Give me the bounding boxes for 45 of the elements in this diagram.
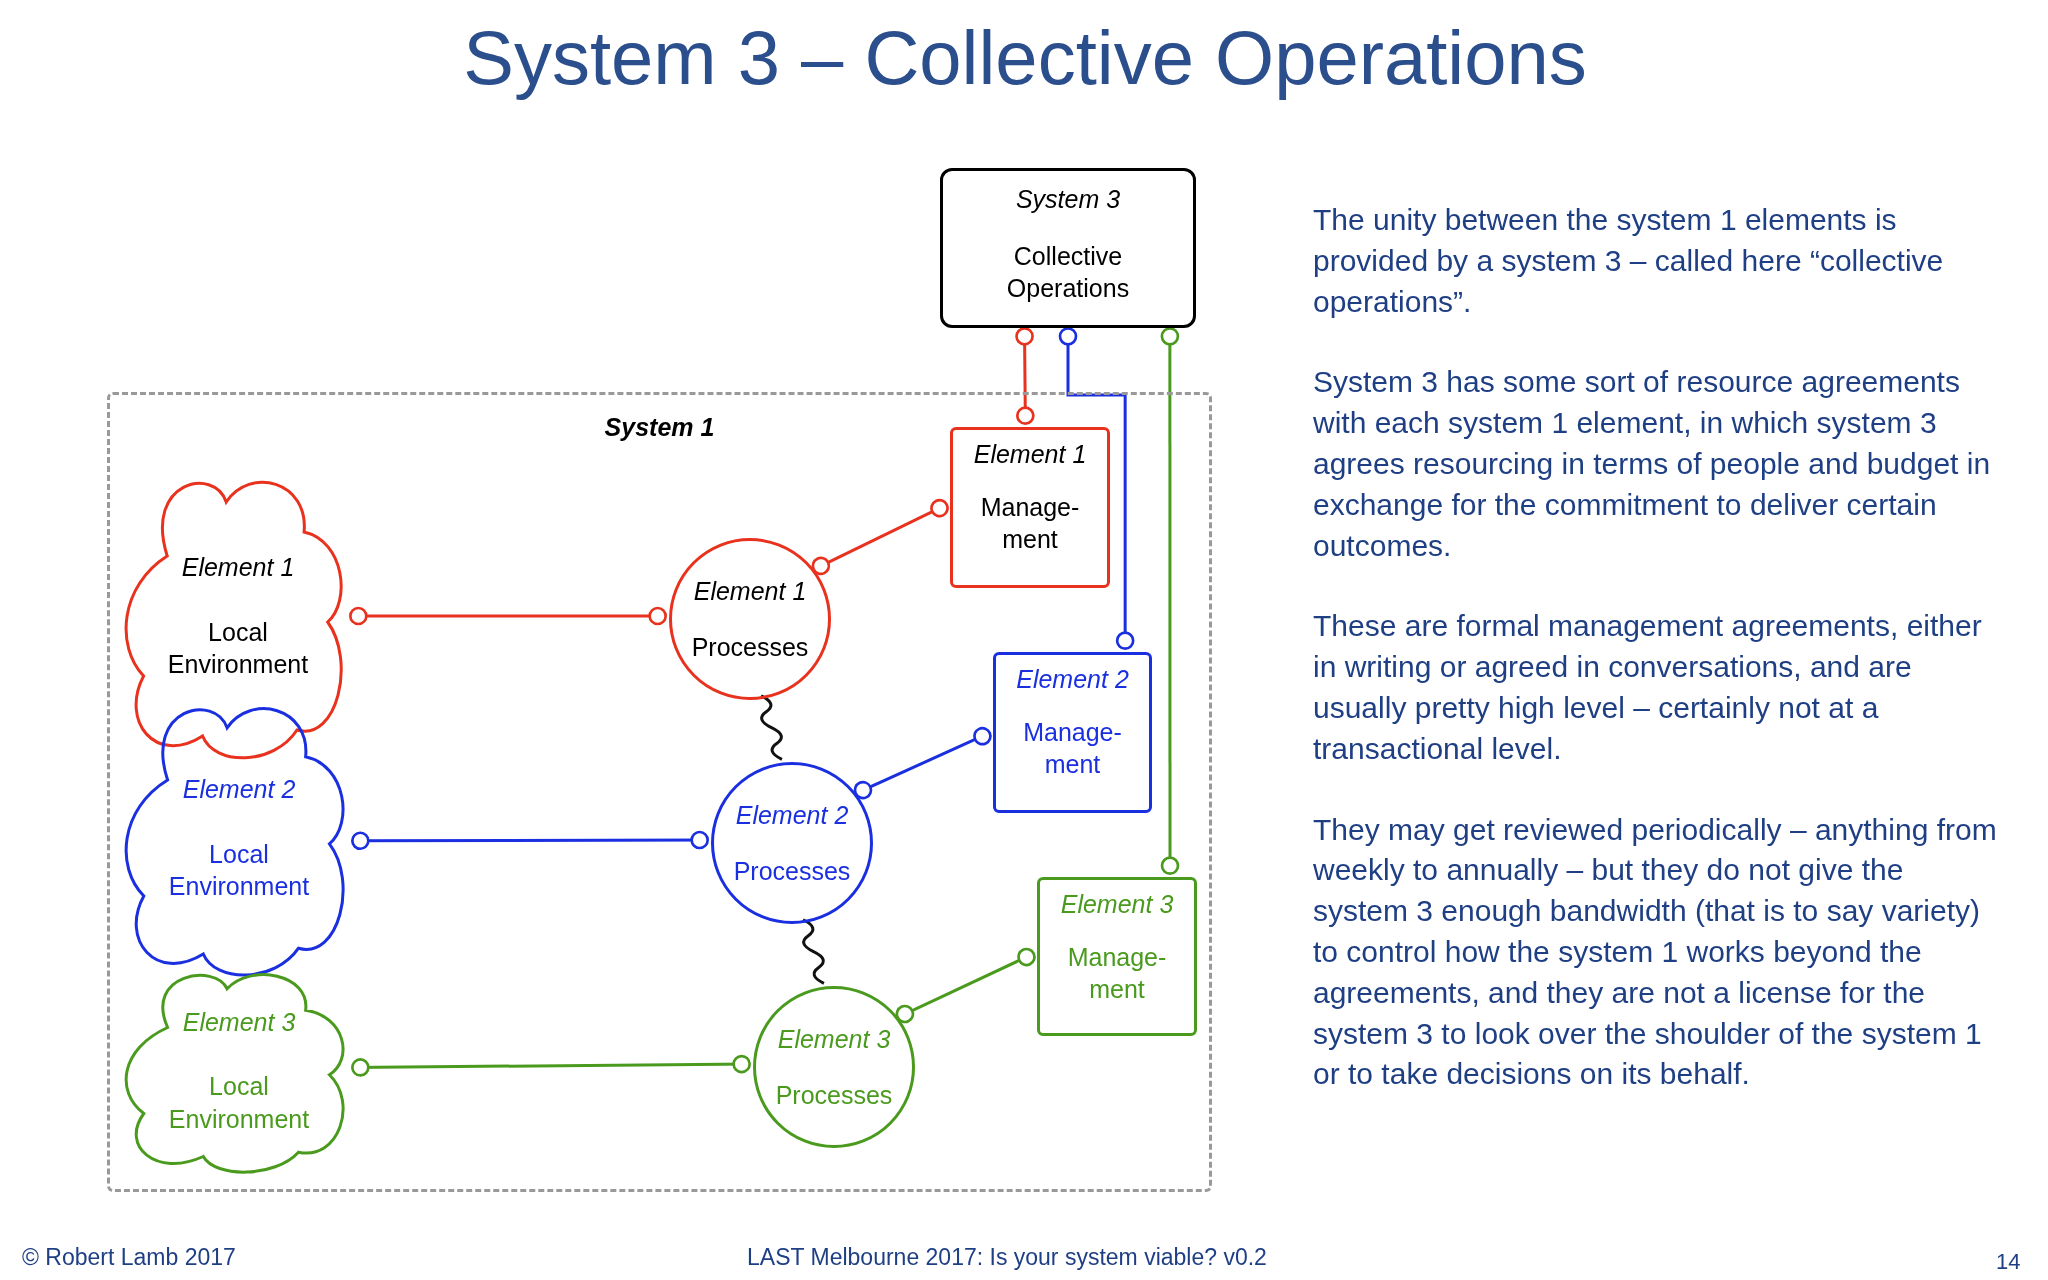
node-title: Element 3 (182, 1006, 296, 1038)
connector (349, 606, 667, 626)
boundary-box (107, 392, 1212, 1192)
node-title: Element 1 (693, 575, 807, 607)
connector (351, 830, 709, 851)
node-title: Element 3 (1060, 889, 1174, 920)
title: System 3 – Collective Operations (462, 14, 1588, 102)
node-title: Element 2 (1016, 664, 1129, 695)
node-text: Manage- ment (1022, 716, 1123, 780)
connector (351, 1054, 751, 1077)
node-title: System 3 (1015, 184, 1121, 215)
system-box (940, 168, 1196, 328)
wavy-connector (802, 918, 825, 985)
paragraph: They may get reviewed periodically – anything from weekly to annually – but they do not give the system 3 enough bandwidth (that is to say variety) to control how the system 1 works beyond the agreements, and they are not a license for the system 3 to look over the shoulder of the system 1 or to take decisions on its behalf. (1313, 811, 1998, 1093)
page-number: 14 (1996, 1248, 2021, 1276)
paragraph: System 3 has some sort of resource agreements with each system 1 element, in which system 3 agrees resourcing in terms of people and budget in exchange for the commitment to deliver certain outcomes. (1313, 364, 1992, 564)
node-title: Element 2 (182, 774, 296, 806)
connector (853, 726, 992, 800)
footer-text: LAST Melbourne 2017: Is your system viable? v0.2 (747, 1243, 1267, 1272)
connector (1160, 327, 1180, 875)
node-text: Manage- ment (1066, 941, 1168, 1005)
node-title: System 1 (604, 412, 715, 443)
node-title: Element 1 (973, 439, 1087, 470)
copyright-text: © Robert Lamb 2017 (22, 1243, 236, 1272)
node-title: Element 1 (181, 552, 295, 584)
node-text: Local Environment (167, 1071, 311, 1135)
management-box (1037, 877, 1197, 1036)
connector (1058, 327, 1135, 650)
node-text: Collective Operations (1005, 240, 1131, 304)
node-text: Manage- ment (979, 491, 1081, 555)
management-box (950, 427, 1110, 588)
paragraph: The unity between the system 1 elements is provided by a system 3 – called here “collective operations”. (1313, 202, 1945, 320)
node-text: Processes (732, 856, 852, 887)
node-title: Element 3 (777, 1023, 891, 1055)
node-title: Element 2 (735, 799, 849, 831)
node-text: Local Environment (167, 838, 311, 903)
wavy-connector (760, 694, 783, 761)
node-text: Processes (774, 1080, 894, 1111)
management-box (993, 652, 1152, 813)
node-text: Local Environment (166, 616, 310, 681)
connector (1015, 327, 1035, 425)
paragraph: These are formal management agreements, either in writing or agreed in conversations, and are usually pretty high level – certainly not at a transactional level. (1313, 608, 1983, 767)
connector (811, 498, 949, 576)
connector (895, 947, 1036, 1024)
node-text: Processes (690, 632, 810, 663)
